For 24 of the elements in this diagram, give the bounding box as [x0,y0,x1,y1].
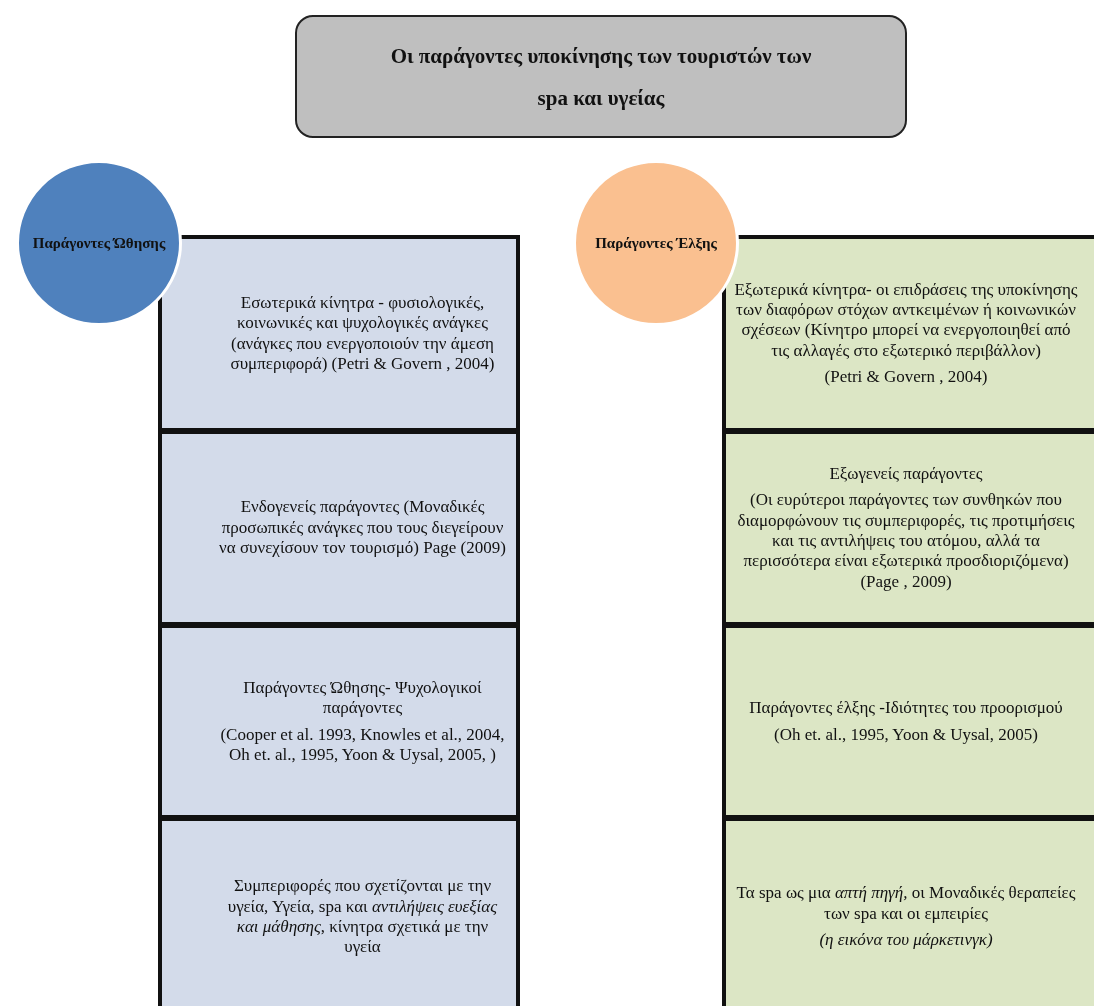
factor-box [158,430,520,626]
factor-text: Εσωτερικά κίνητρα - φυσιολογικές, κοινωνικές και ψυχολογικές ανάγκες (ανάγκες που ενεργοποιούν την άμεση συμπεριφορά) (Petri & Govern , 2004) [229,292,496,375]
category-label: Παράγοντες Έλξης [595,234,717,252]
factor-text: Ενδογενείς παράγοντες (Μοναδικές προσωπικές ανάγκες που τους διεγείρουν να συνεχίσουν τον τουρισμό) Page (2009) [218,497,507,559]
factor-text: Εξωγενείς παράγοντες [829,463,983,485]
factor-box [722,430,1094,626]
reference-text: (Οι ευρύτεροι παράγοντες των συνθηκών που διαμορφώνουν τις συμπεριφορές, τις προτιμήσεις και τις αντιλήψεις του ατόμου, αλλά τα περισσότερα είναι εξωτερικά προσδιοριζόμενα) (Page , 2009) [736,490,1076,593]
factor-text: Παράγοντες έλξης -Ιδιότητες του προορισμού [749,698,1063,719]
factor-box [722,624,1094,819]
reference-text: (Petri & Govern , 2004) [824,367,988,388]
factor-text: Παράγοντες Ώθησης- Ψυχολογικοί παράγοντες [242,677,483,719]
factor-box [158,624,520,819]
reference-text: (Oh et. al., 1995, Yoon & Uysal, 2005) [774,724,1038,745]
reference-text: (η εικόνα του μάρκετινγκ) [819,930,993,951]
factor-text: Τα spa ως μια απτή πηγή, οι Μοναδικές θεραπείες των spa και οι εμπειρίες [735,883,1077,925]
title-box [295,15,907,138]
factor-box [722,235,1094,432]
category-label: Παράγοντες Ώθησης [32,234,166,252]
factor-box [158,817,520,1006]
factor-box [722,817,1094,1006]
factor-text: Συμπεριφορές που σχετίζονται με την υγεία, Υγεία, spa και αντιλήψεις ευεξίας και μάθησης, κίνητρα σχετικά με την υγεία [226,876,499,958]
title-text: Οι παράγοντες υποκίνησης των τουριστών των spa και υγείας [389,42,813,112]
reference-text: (Cooper et al. 1993, Knowles et al., 2004, Oh et. al., 1995, Yoon & Uysal, 2005, ) [219,724,506,766]
factor-text: Εξωτερικά κίνητρα- οι επιδράσεις της υποκίνησης των διαφόρων στόχων αντκειμένων ή κοινωνικών σχέσεων (Κίνητρο μπορεί να ενεργοποιηθεί από τις αλλαγές στο εξωτερικό περιβάλλον) [734,279,1078,362]
